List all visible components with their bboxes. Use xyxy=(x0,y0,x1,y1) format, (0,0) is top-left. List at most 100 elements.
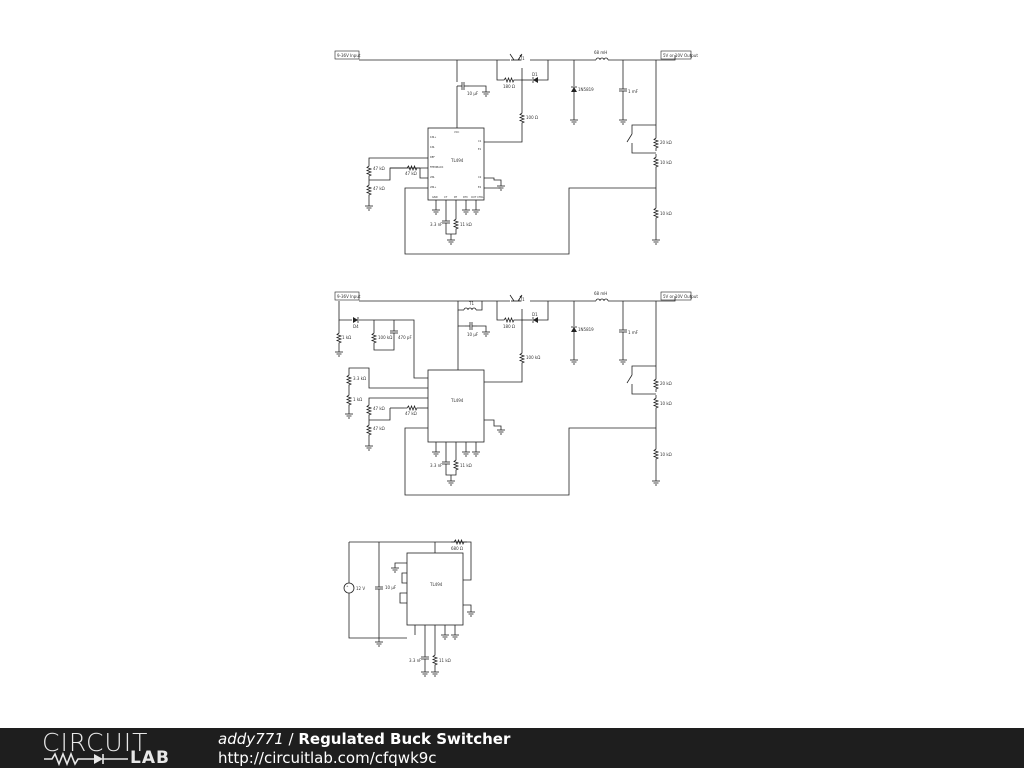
resistor xyxy=(453,456,459,474)
capacitor xyxy=(618,83,628,97)
resistor xyxy=(653,204,659,222)
plus-sign: + xyxy=(346,584,349,588)
wire xyxy=(631,388,656,395)
input-label: 9-36V Input xyxy=(337,294,361,299)
pin-label: 2IN- xyxy=(430,175,435,179)
footer-bar xyxy=(0,728,1024,768)
wire xyxy=(538,301,549,321)
diode-d4 xyxy=(352,316,359,324)
schematic-canvas: 9-36V Input 5V or 10V Output 68 mH Q1 18… xyxy=(334,50,698,677)
circuit-url-link[interactable]: http://circuitlab.com/cfqwk9c xyxy=(218,749,437,767)
pin-label: FEEDBACK xyxy=(430,165,444,169)
capacitor xyxy=(456,81,470,91)
resistor xyxy=(366,401,372,419)
r-label: 1 kΩ xyxy=(353,397,362,402)
ground-icon xyxy=(344,413,354,419)
resistor xyxy=(653,153,659,171)
r-label: 10 kΩ xyxy=(660,211,672,216)
capacitor xyxy=(420,651,430,665)
ground-icon xyxy=(471,451,481,457)
r-label: 11 kΩ xyxy=(460,463,472,468)
ground-icon xyxy=(466,611,476,617)
cap-label: 1 mF xyxy=(628,89,639,94)
circuitlab-logo[interactable]: CIRCUIT LAB xyxy=(42,728,177,768)
r-label: 10 kΩ xyxy=(660,452,672,457)
author-link[interactable]: addy771 xyxy=(218,730,284,748)
r-label: 47 kΩ xyxy=(373,186,385,191)
resistor xyxy=(403,165,421,171)
resistor xyxy=(453,215,459,233)
pin-label: DTC xyxy=(463,195,468,199)
resistor xyxy=(366,421,372,439)
r-label: 20 kΩ xyxy=(660,140,672,145)
wire xyxy=(457,310,465,327)
resistor xyxy=(653,394,659,412)
circuit-2: 9-36V Input 5V or 10V Output 68 mH Q1 T1… xyxy=(334,291,698,496)
resistor xyxy=(519,349,525,367)
output-label: 5V or 10V Output xyxy=(663,53,698,58)
input-port-label: 9-36V Input xyxy=(334,50,361,60)
pin-label: E2 xyxy=(478,185,482,189)
resistor xyxy=(500,317,518,323)
pin-label: 1IN+ xyxy=(430,135,436,139)
q1-label: Q1 xyxy=(519,56,525,61)
d1-label: D1 xyxy=(532,72,538,77)
resistor xyxy=(519,109,525,127)
wire xyxy=(369,408,391,421)
resistor xyxy=(432,651,438,669)
pin-label: E1 xyxy=(478,147,482,151)
ic-label: TL494 xyxy=(450,158,464,163)
cap-label: 10 µF xyxy=(467,91,479,96)
d2-label: 1N5819 xyxy=(578,87,594,92)
ground-icon xyxy=(569,119,579,125)
capacitor xyxy=(618,324,628,338)
capacitor xyxy=(464,321,478,331)
wire xyxy=(457,301,464,311)
r-label: 20 kΩ xyxy=(660,381,672,386)
ground-icon xyxy=(390,567,400,573)
ground-icon xyxy=(446,480,456,486)
ground-icon xyxy=(481,91,491,97)
t1-label: T1 xyxy=(468,301,474,306)
wire xyxy=(631,147,656,154)
ground-icon xyxy=(496,429,506,435)
wire xyxy=(496,60,501,81)
r-label: 100 kΩ xyxy=(378,335,392,340)
inductor xyxy=(595,57,609,61)
wire xyxy=(348,367,428,389)
ic-tl494 xyxy=(427,127,485,201)
wire xyxy=(368,397,428,402)
circuit-3: + 12 V 10 µF 680 Ω TL494 3.3 nF 11 kΩ xyxy=(343,539,476,677)
ground-icon xyxy=(364,205,374,211)
r-label: 47 kΩ xyxy=(373,406,385,411)
wire xyxy=(631,124,656,130)
wire xyxy=(394,562,407,568)
wire xyxy=(484,177,502,186)
r-label: 180 Ω xyxy=(503,324,515,329)
ground-icon xyxy=(651,239,661,245)
resistor xyxy=(366,181,372,199)
wire xyxy=(496,301,501,321)
ground-icon xyxy=(461,451,471,457)
ground-icon xyxy=(461,209,471,215)
r-label: 1 kΩ xyxy=(342,335,351,340)
circuit-title: Regulated Buck Switcher xyxy=(298,730,511,748)
cap-label: 10 µF xyxy=(467,332,479,337)
ground-icon xyxy=(618,119,628,125)
output-label: 5V or 10V Output xyxy=(663,294,698,299)
ground-icon xyxy=(471,209,481,215)
logo-text-lab: LAB xyxy=(130,748,170,768)
diode-d1 xyxy=(532,316,539,324)
ground-icon xyxy=(364,445,374,451)
wire xyxy=(484,366,523,383)
inductor-label: 68 mH xyxy=(594,291,607,296)
wire xyxy=(399,592,407,604)
r-label: 11 kΩ xyxy=(439,658,451,663)
wire xyxy=(608,296,676,302)
wire xyxy=(445,469,457,476)
diode-d2 xyxy=(570,86,578,93)
d4-label: D4 xyxy=(353,324,359,329)
wire xyxy=(404,427,656,496)
wire xyxy=(359,319,428,379)
pin-label: REF xyxy=(430,155,435,159)
